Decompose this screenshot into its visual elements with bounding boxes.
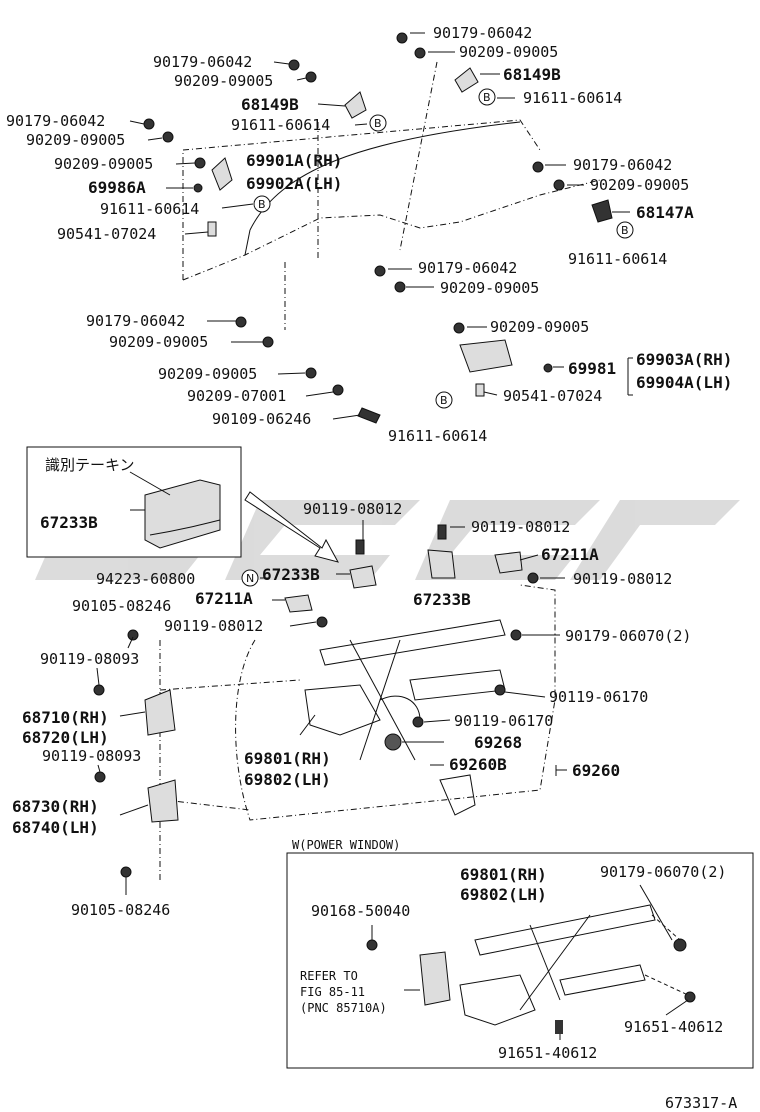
part-label: 69986A — [88, 178, 146, 197]
hardware-glyphs — [93, 32, 613, 878]
part-label: 69802(LH) — [244, 770, 331, 789]
part-label: 91611-60614 — [100, 200, 199, 218]
part-label: 69802(LH) — [460, 885, 547, 904]
watermark-logo — [35, 500, 740, 580]
symbol-n: N — [246, 572, 254, 585]
part-label: 68710(RH) — [22, 708, 109, 727]
part-label: 68740(LH) — [12, 818, 99, 837]
part-label: 69260B — [449, 755, 507, 774]
part-label: 90109-06246 — [212, 410, 311, 428]
part-label: 91651-40612 — [624, 1018, 723, 1036]
part-label: 90209-09005 — [590, 176, 689, 194]
part-label: 90105-08246 — [71, 901, 170, 919]
inset-power-window — [286, 852, 754, 1069]
part-label: 90209-09005 — [490, 318, 589, 336]
part-label: 90209-09005 — [174, 72, 273, 90]
part-label: 90209-09005 — [109, 333, 208, 351]
part-label: 69260 — [572, 761, 620, 780]
part-label: 91611-60614 — [388, 427, 487, 445]
part-labels: 90179-06042 90209-09005 68149B 91611-606… — [6, 24, 732, 1062]
part-label: 91611-60614 — [568, 250, 667, 268]
part-label: 90209-09005 — [26, 131, 125, 149]
part-label: 90209-07001 — [187, 387, 286, 405]
part-label: 69903A(RH) — [636, 350, 732, 369]
part-label: 69904A(LH) — [636, 373, 732, 392]
part-label: 68147A — [636, 203, 694, 222]
part-label: 67233B — [262, 565, 320, 584]
part-label: 90119-08093 — [40, 650, 139, 668]
part-label: 94223-60800 — [96, 570, 195, 588]
part-label: 67211A — [541, 545, 599, 564]
part-label: 90119-08012 — [303, 500, 402, 518]
washer-icon — [305, 71, 317, 83]
part-label: 90179-06042 — [433, 24, 532, 42]
part-label: 69268 — [474, 733, 522, 752]
diagram-id: 673317-A — [665, 1094, 737, 1112]
symbol-b: B — [258, 198, 266, 211]
bracket-icon — [454, 67, 479, 93]
symbol-b: B — [621, 224, 629, 237]
part-label: 69801(RH) — [460, 865, 547, 884]
part-label: 90179-06042 — [153, 53, 252, 71]
detail-arrow — [244, 491, 339, 563]
part-label: 91651-40612 — [498, 1044, 597, 1062]
part-label: 90179-06042 — [86, 312, 185, 330]
part-label: 68720(LH) — [22, 728, 109, 747]
part-label: 90541-07024 — [57, 225, 156, 243]
part-label: 90209-09005 — [158, 365, 257, 383]
symbol-markers: B B B B B N — [241, 88, 634, 587]
part-label: 90119-06170 — [549, 688, 648, 706]
part-label: 90541-07024 — [503, 387, 602, 405]
symbol-b: B — [483, 91, 491, 104]
part-label: 69981 — [568, 359, 616, 378]
inset-jp-label: 識別テーキン — [45, 456, 135, 474]
part-label: 90209-09005 — [54, 155, 153, 173]
part-label: 90179-06070(2) — [600, 863, 726, 881]
inset-part-label: 67233B — [40, 513, 98, 532]
leader-lines — [96, 32, 689, 1040]
part-label: 69902A(LH) — [246, 174, 342, 193]
washer-icon — [414, 47, 426, 59]
part-label: 90179-06070(2) — [565, 627, 691, 645]
power-window-title: W(POWER WINDOW) — [292, 838, 400, 852]
part-label: 90179-06042 — [418, 259, 517, 277]
part-label: 68149B — [503, 65, 561, 84]
part-label: 90119-08012 — [164, 617, 263, 635]
refer-line-3: (PNC 85710A) — [300, 1001, 387, 1015]
refer-line-1: REFER TO — [300, 969, 358, 983]
part-label: 90119-06170 — [454, 712, 553, 730]
part-label: 90105-08246 — [72, 597, 171, 615]
inset-label-detail — [26, 446, 242, 558]
part-label: 90179-06042 — [6, 112, 105, 130]
bracket-icon — [344, 91, 367, 119]
part-label: 68730(RH) — [12, 797, 99, 816]
part-label: 90168-50040 — [311, 902, 410, 920]
nut-icon — [396, 32, 408, 44]
part-label: 91611-60614 — [231, 116, 330, 134]
part-label: 90119-08012 — [471, 518, 570, 536]
regulator-outline — [159, 584, 556, 880]
part-label: 90119-08093 — [42, 747, 141, 765]
part-label: 90209-09005 — [459, 43, 558, 61]
part-label: 68149B — [241, 95, 299, 114]
refer-line-2: FIG 85-11 — [300, 985, 365, 999]
part-label: 67233B — [413, 590, 471, 609]
part-label: 91611-60614 — [523, 89, 622, 107]
nut-icon — [288, 59, 300, 71]
part-label: 90119-08012 — [573, 570, 672, 588]
part-label: 67211A — [195, 589, 253, 608]
part-label: 90179-06042 — [573, 156, 672, 174]
symbol-b: B — [440, 394, 448, 407]
part-label: 69801(RH) — [244, 749, 331, 768]
symbol-b: B — [374, 117, 382, 130]
part-label: 69901A(RH) — [246, 151, 342, 170]
part-label: 90209-09005 — [440, 279, 539, 297]
